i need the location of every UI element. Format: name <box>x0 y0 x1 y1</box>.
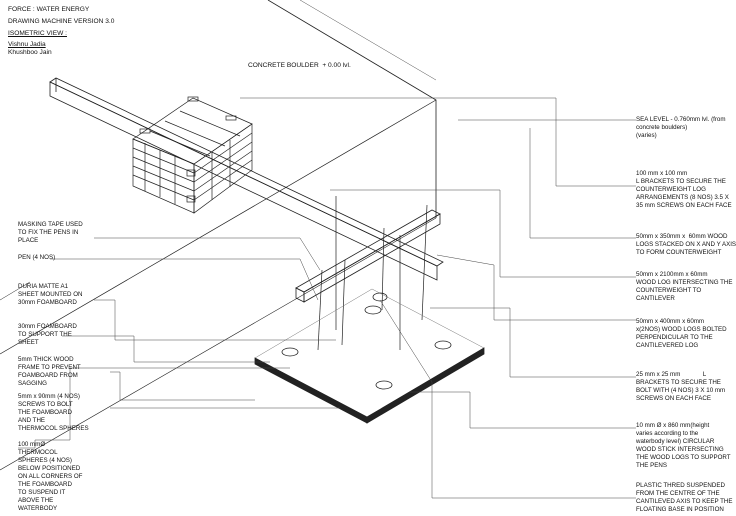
drawing-subtitle: DRAWING MACHINE VERSION 3.0 <box>8 18 115 25</box>
drawing-title: FORCE : WATER ENERGY <box>8 6 90 13</box>
annotation-l-brackets: 100 mm x 100 mm L BRACKETS TO SECURE THE… <box>636 170 732 209</box>
concrete-boulder <box>0 0 437 471</box>
annotation-wood-logs: 50mm x 350mm x 60mm WOOD LOGS STACKED ON… <box>636 233 736 256</box>
annotation-wood-stick: 10 mm Ø x 860 mm(height varies according… <box>636 422 731 469</box>
leader-lines <box>18 97 636 499</box>
annotation-screws: 5mm x 90mm (4 NOS) SCREWS TO BOLT THE FO… <box>18 393 89 432</box>
annotation-perpendicular-logs: 50mm x 400mm x 60mm x(2NOS) WOOD LOGS BO… <box>636 318 727 349</box>
annotation-foamboard: 30mm FOAMBOARD TO SUPPORT THE SHEET <box>18 323 77 346</box>
cantilever-log <box>49 77 444 281</box>
annotation-wood-frame: 5mm THICK WOOD FRAME TO PREVENT FOAMBOAR… <box>18 356 81 387</box>
annotation-duria-sheet: DURIA MATTE A1 SHEET MOUNTED ON 30mm FOA… <box>18 283 83 306</box>
view-label: ISOMETRIC VIEW : <box>8 30 67 37</box>
annotation-small-brackets: 25 mm x 25 mm L BRACKETS TO SECURE THE B… <box>636 371 726 402</box>
counterweight-block <box>132 96 253 214</box>
annotation-plastic-thread: PLASTIC THRED SUSPENDED FROM THE CENTRE … <box>636 482 733 513</box>
author-2: Khushboo Jain <box>8 49 52 56</box>
floating-base <box>254 288 485 424</box>
author-1: Vishnu Jadia <box>8 41 46 48</box>
annotation-cantilever-log: 50mm x 2100mm x 60mm WOOD LOG INTERSECTI… <box>636 271 733 302</box>
annotation-masking-tape: MASKING TAPE USED TO FIX THE PENS IN PLA… <box>18 221 83 244</box>
pen-sticks <box>317 196 428 351</box>
perpendicular-log <box>295 209 441 303</box>
annotation-pen: PEN (4 NOS) <box>18 254 56 261</box>
annotation-thermocol-spheres: 100 mmØ THERMOCOL SPHERES (4 NOS) BELOW … <box>18 441 83 512</box>
concrete-boulder-label: CONCRETE BOULDER + 0.00 lvl. <box>248 62 351 69</box>
annotation-sea-level: SEA LEVEL - 0.760mm lvl. (from concrete … <box>636 116 726 139</box>
